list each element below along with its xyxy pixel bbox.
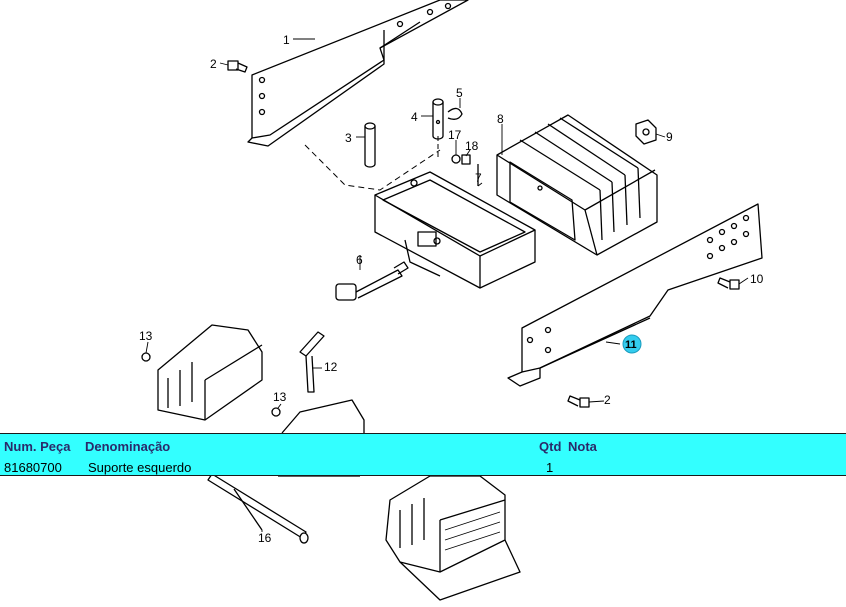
cell-description: Suporte esquerdo	[88, 460, 192, 475]
part-9-nut	[635, 119, 657, 145]
callout-7: 7	[475, 171, 482, 185]
header-description: Denominação	[85, 439, 171, 454]
callout-3: 3	[345, 131, 352, 145]
callout-1: 1	[283, 33, 290, 47]
callout-11: 11	[625, 339, 637, 351]
callout-10: 10	[750, 272, 764, 286]
callout-17: 17	[448, 128, 462, 142]
part-8-weight-stack	[496, 114, 658, 256]
part-7-weight-support	[374, 164, 536, 289]
part-5-clip	[447, 107, 463, 120]
parts-table: Num. Peça Denominação Qtd Nota 81680700 …	[0, 433, 846, 476]
header-qty: Qtd	[539, 439, 562, 454]
callout-12: 12	[324, 360, 338, 374]
part-2-bolt-upper	[227, 60, 248, 73]
front-weight-stack-middle	[278, 399, 365, 477]
callout-13-b: 13	[273, 390, 287, 404]
callout-13-a: 13	[139, 329, 153, 343]
part-13-nut-a	[141, 352, 151, 362]
front-weight-stack-left	[157, 324, 263, 421]
callout-18: 18	[465, 139, 479, 153]
callout-11-highlight[interactable]	[622, 334, 642, 354]
part-12-handle	[299, 331, 325, 393]
callout-8: 8	[497, 112, 504, 126]
part-1-upper-bracket	[247, 0, 469, 147]
part-13-nut-b	[271, 407, 281, 417]
part-2-bolt-lower	[567, 395, 590, 408]
part-17-18-nut-washer	[451, 154, 471, 165]
part-4-pin	[432, 98, 444, 140]
callout-2-upper: 2	[210, 57, 217, 71]
part-11-lower-bracket	[507, 203, 763, 387]
cell-part-number: 81680700	[4, 460, 62, 475]
callout-5: 5	[456, 86, 463, 100]
callout-9: 9	[666, 130, 673, 144]
callout-4: 4	[411, 110, 418, 124]
cell-qty: 1	[546, 460, 554, 475]
part-10-bolt	[717, 277, 740, 290]
header-part-number: Num. Peça	[4, 439, 71, 454]
callout-2-lower: 2	[604, 393, 611, 407]
callout-6: 6	[356, 253, 363, 267]
callout-16: 16	[258, 531, 272, 545]
header-note: Nota	[568, 439, 597, 454]
front-weight-stack-right	[385, 475, 521, 601]
part-6-long-bolt	[335, 261, 409, 301]
part-16-long-rod	[207, 473, 309, 544]
part-3-pin	[364, 122, 376, 168]
